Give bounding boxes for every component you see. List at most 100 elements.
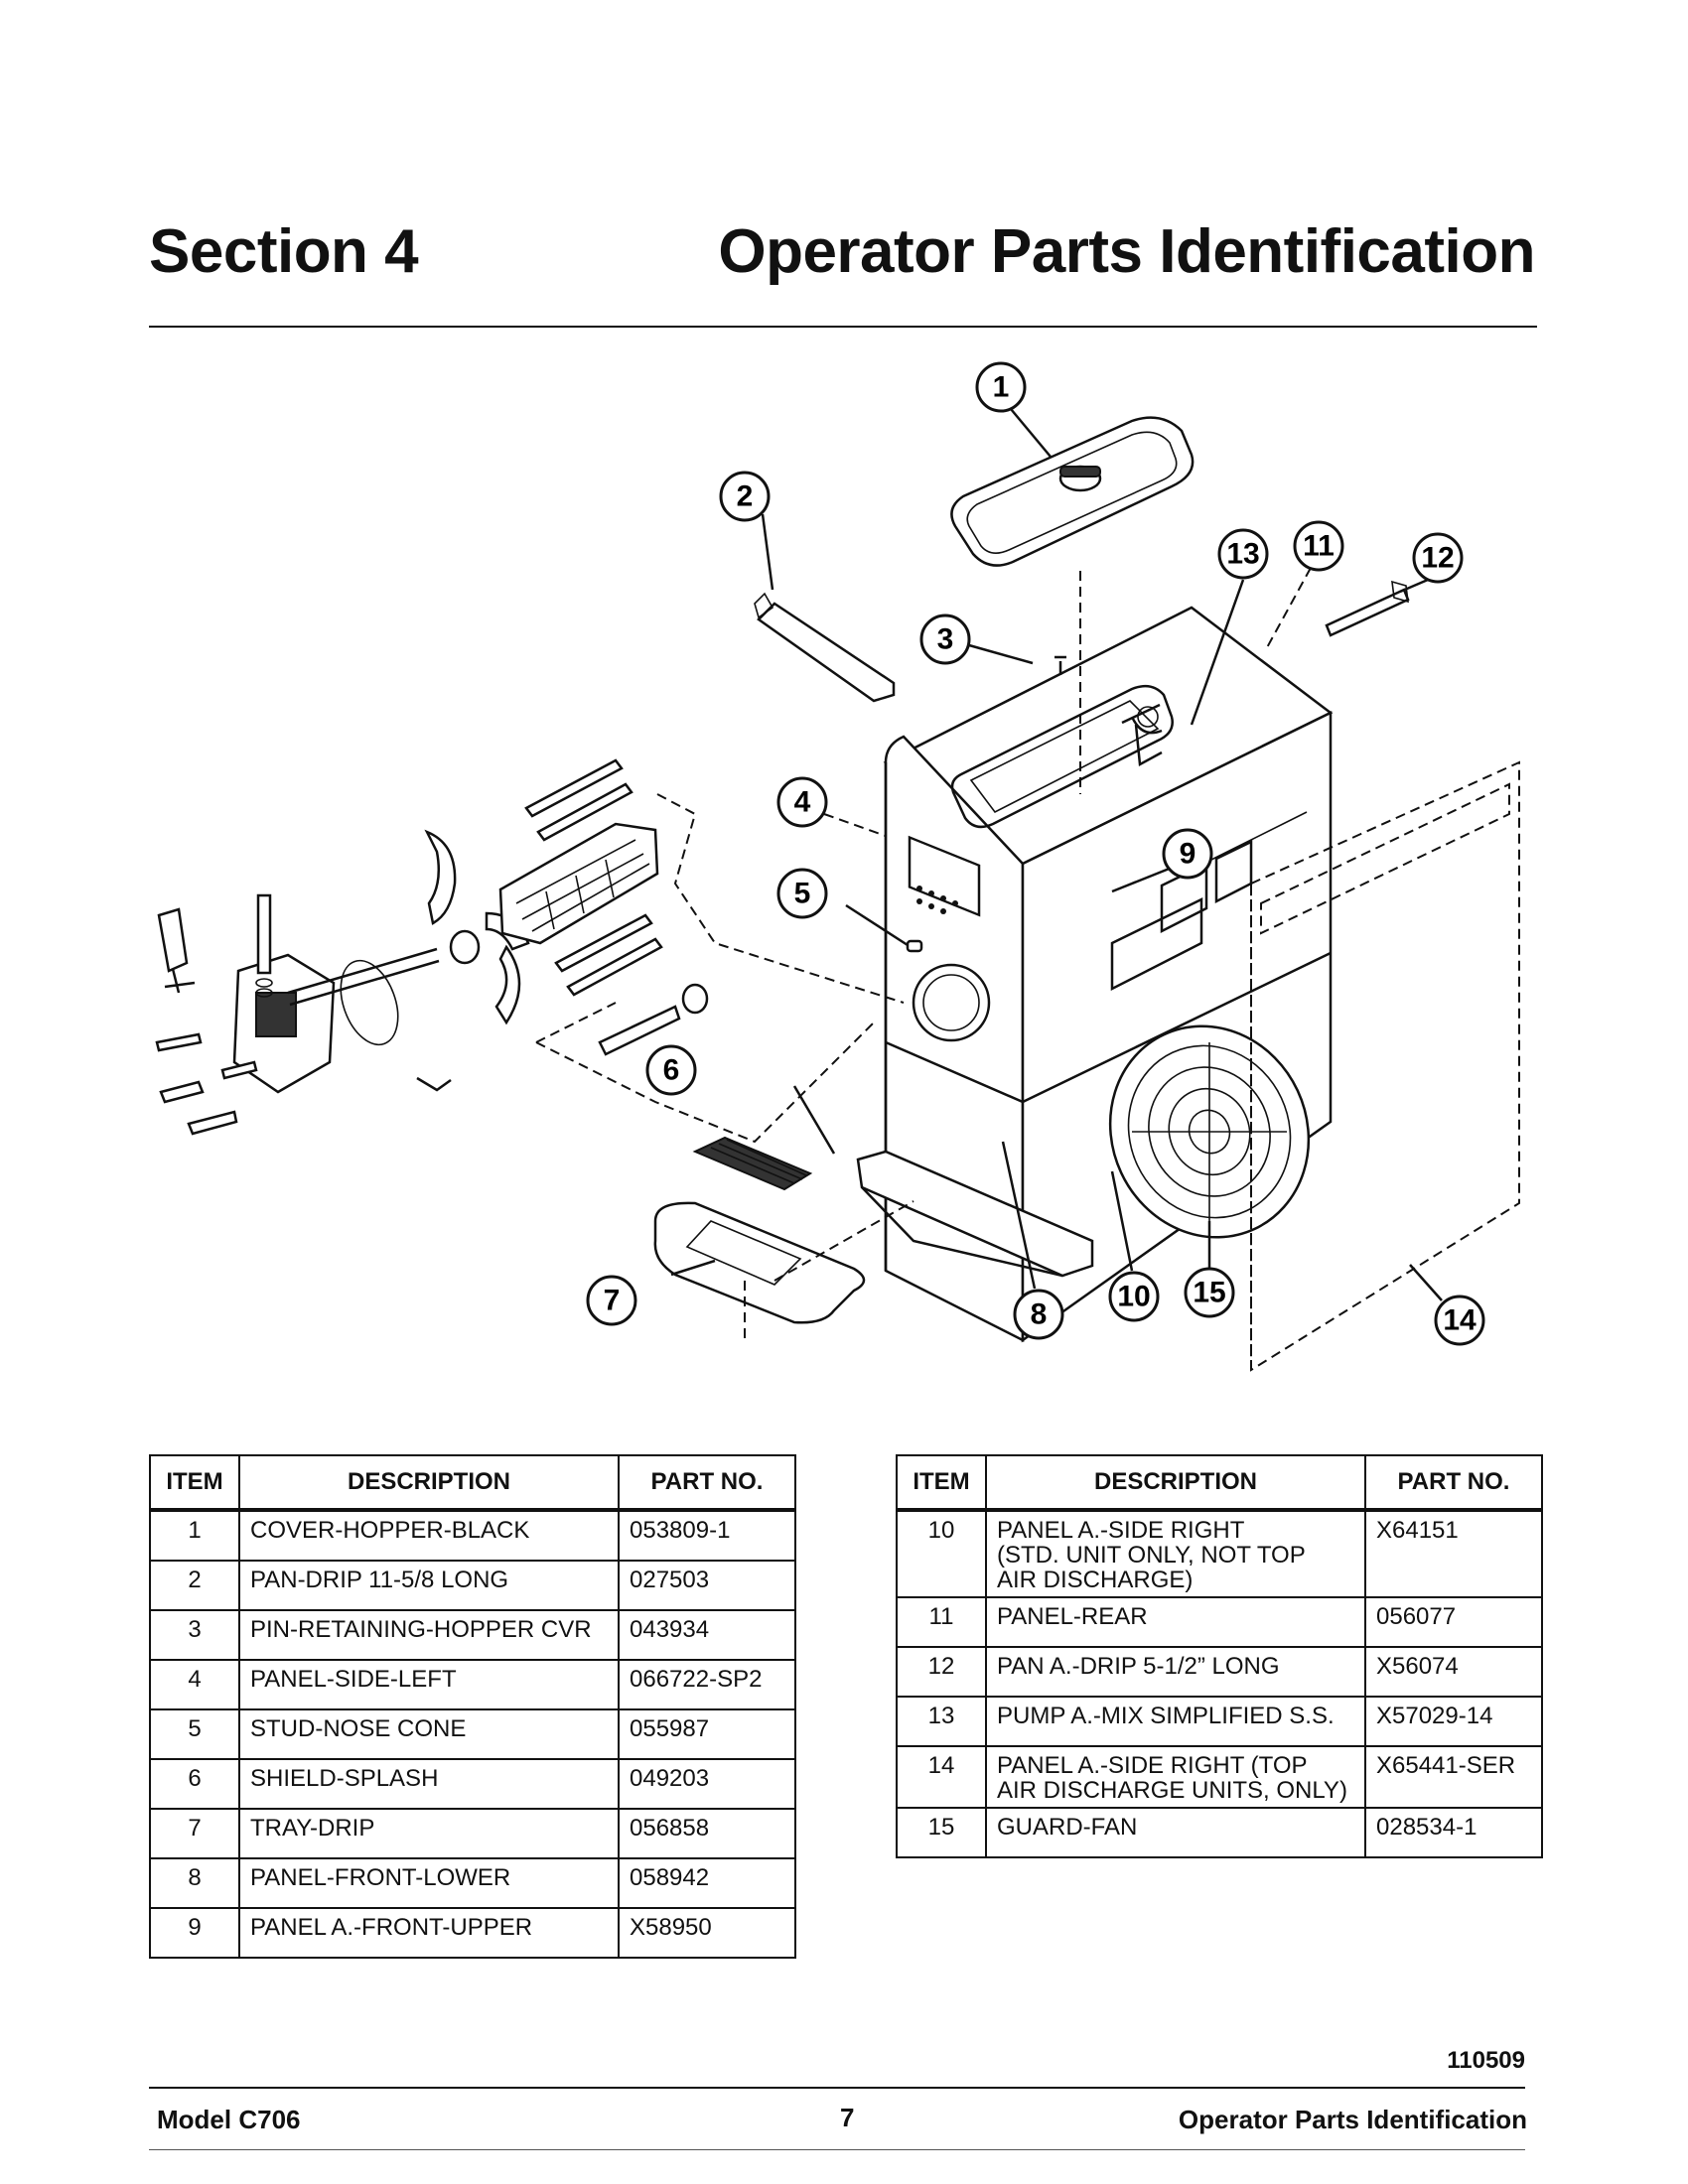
item-cell: 4 xyxy=(149,1659,240,1710)
svg-text:2: 2 xyxy=(737,480,754,513)
item-cell: 13 xyxy=(896,1696,987,1747)
item-cell: 14 xyxy=(896,1745,987,1809)
svg-text:6: 6 xyxy=(663,1054,680,1087)
part-no-column-header: PART NO. xyxy=(1364,1454,1543,1512)
item-cell: 5 xyxy=(149,1708,240,1760)
exploded-parts-diagram: 1 2 3 4 5 6 7 8 9 10 11 12 13 14 15 xyxy=(155,361,1520,1372)
part-no-cell: 049203 xyxy=(618,1758,796,1810)
part-no-cell: X58950 xyxy=(618,1907,796,1959)
part-no-cell: 028534-1 xyxy=(1364,1807,1543,1858)
description-cell: PUMP A.-MIX SIMPLIFIED S.S. xyxy=(985,1696,1366,1747)
fan-guard xyxy=(1108,1024,1311,1239)
footer-rule xyxy=(149,2087,1525,2089)
item-cell: 10 xyxy=(896,1509,987,1598)
control-buttons xyxy=(916,886,958,914)
part-no-cell: 058942 xyxy=(618,1857,796,1909)
item-cell: 11 xyxy=(896,1596,987,1648)
part-no-cell: 056858 xyxy=(618,1808,796,1859)
item-cell: 12 xyxy=(896,1646,987,1698)
part-no-cell: X57029-14 xyxy=(1364,1696,1543,1747)
item-cell: 2 xyxy=(149,1560,240,1611)
description-cell: PANEL A.-SIDE RIGHT (TOP AIR DISCHARGE U… xyxy=(985,1745,1366,1809)
callout-7: 7 xyxy=(586,1275,637,1326)
part-no-cell: X56074 xyxy=(1364,1646,1543,1698)
callout-6: 6 xyxy=(645,1044,697,1096)
header-rule xyxy=(149,326,1537,328)
description-cell: PANEL-FRONT-LOWER xyxy=(238,1857,620,1909)
item-cell: 8 xyxy=(149,1857,240,1909)
part-no-cell: 066722-SP2 xyxy=(618,1659,796,1710)
footer-model: Model C706 xyxy=(157,2105,301,2134)
svg-text:9: 9 xyxy=(1180,838,1196,871)
svg-text:11: 11 xyxy=(1303,530,1335,563)
description-cell: PANEL A.-FRONT-UPPER xyxy=(238,1907,620,1959)
svg-text:5: 5 xyxy=(794,878,811,910)
item-cell: 7 xyxy=(149,1808,240,1859)
callout-9: 9 xyxy=(1162,828,1213,880)
item-cell: 15 xyxy=(896,1807,987,1858)
hopper-cover xyxy=(950,416,1195,794)
description-cell: SHIELD-SPLASH xyxy=(238,1758,620,1810)
svg-text:15: 15 xyxy=(1193,1277,1225,1309)
nose-cone-stud xyxy=(906,939,923,953)
description-cell: COVER-HOPPER-BLACK xyxy=(238,1509,620,1562)
item-cell: 1 xyxy=(149,1509,240,1562)
page-number: 7 xyxy=(840,2103,855,2132)
svg-text:12: 12 xyxy=(1421,542,1454,575)
item-column-header: ITEM xyxy=(896,1454,987,1512)
description-cell: PAN-DRIP 11-5/8 LONG xyxy=(238,1560,620,1611)
callout-11: 11 xyxy=(1293,520,1344,572)
callout-1: 1 xyxy=(975,361,1027,413)
callout-5: 5 xyxy=(776,868,828,919)
table-header-row: ITEM DESCRIPTION PART NO. xyxy=(149,1454,796,1512)
svg-text:3: 3 xyxy=(937,623,954,656)
retaining-pin xyxy=(1055,655,1066,675)
svg-text:1: 1 xyxy=(993,371,1010,404)
item-cell: 3 xyxy=(149,1609,240,1661)
description-cell: STUD-NOSE CONE xyxy=(238,1708,620,1760)
svg-text:10: 10 xyxy=(1117,1281,1150,1313)
revision-code: 110509 xyxy=(1447,2047,1525,2074)
part-no-cell: 053809-1 xyxy=(618,1509,796,1562)
part-no-cell: X65441-SER xyxy=(1364,1745,1543,1809)
callout-2: 2 xyxy=(719,471,771,522)
svg-text:7: 7 xyxy=(604,1285,621,1317)
part-no-cell: 027503 xyxy=(618,1560,796,1611)
svg-text:4: 4 xyxy=(794,786,811,819)
item-cell: 6 xyxy=(149,1758,240,1810)
item-column-header: ITEM xyxy=(149,1454,240,1512)
callout-8: 8 xyxy=(1013,1289,1064,1340)
drip-pan-long xyxy=(757,602,896,703)
page-title: Operator Parts Identification xyxy=(718,217,1535,286)
callout-10: 10 xyxy=(1108,1271,1160,1322)
description-cell: TRAY-DRIP xyxy=(238,1808,620,1859)
part-no-cell: 043934 xyxy=(618,1609,796,1661)
description-cell: PANEL-SIDE-LEFT xyxy=(238,1659,620,1710)
drip-pan-short xyxy=(1325,588,1410,637)
svg-text:13: 13 xyxy=(1226,538,1259,571)
description-cell: PANEL A.-SIDE RIGHT (STD. UNIT ONLY, NOT… xyxy=(985,1509,1366,1598)
callout-leaders xyxy=(670,408,1443,1301)
part-no-cell: 056077 xyxy=(1364,1596,1543,1648)
item-cell: 9 xyxy=(149,1907,240,1959)
machine-body xyxy=(856,606,1334,1343)
splash-shield xyxy=(692,1136,813,1191)
